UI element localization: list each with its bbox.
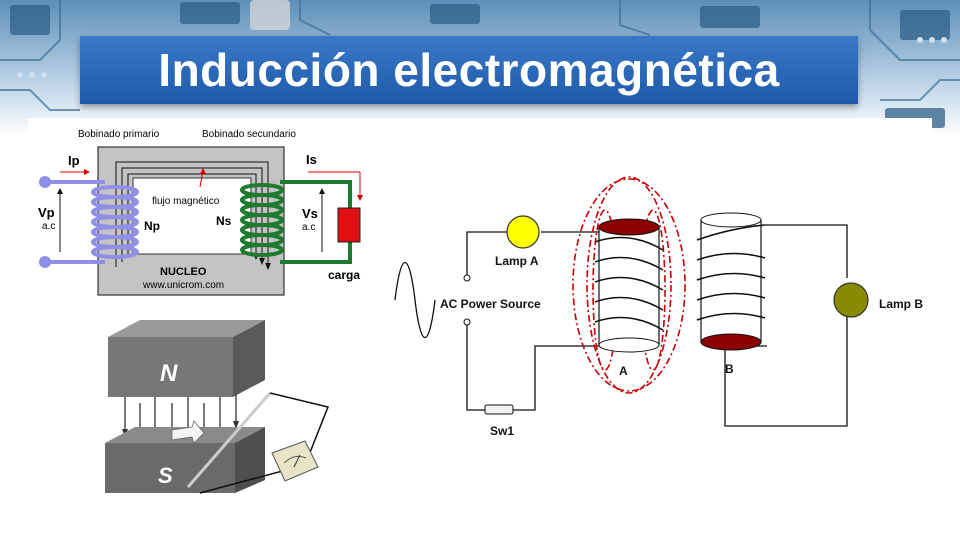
south-front (105, 443, 235, 493)
switch-label: Sw1 (490, 424, 514, 438)
coil-b-label: B (725, 362, 734, 376)
is-label: Is (306, 152, 317, 167)
galvanometer-icon (271, 440, 319, 482)
motion-arrow (171, 420, 205, 444)
south-side (235, 427, 265, 493)
coil-b (696, 212, 766, 351)
transformer-diagram: Bobinado primario Bobinado secundario fl… (38, 129, 363, 296)
primary-terminal-bottom (39, 256, 51, 268)
slide-title: Inducción electromagnética (158, 44, 780, 96)
source-label: AC Power Source (440, 297, 541, 311)
primary-terminal-top (39, 176, 51, 188)
wire-loop (199, 392, 330, 494)
title-bar: Inducción electromagnética (80, 36, 858, 104)
lamp-b (833, 282, 869, 318)
north-side (233, 320, 265, 397)
vs-unit: a.c (302, 222, 315, 233)
website-label: www.unicrom.com (142, 280, 224, 291)
core-window (132, 177, 252, 255)
conductor-rod (186, 392, 272, 488)
coil-a-label: A (619, 364, 628, 378)
primary-coil (45, 180, 139, 264)
load-label: carga (328, 268, 360, 282)
lamp-a-label: Lamp A (495, 254, 539, 268)
north-front (108, 337, 233, 397)
load-resistor (337, 207, 361, 243)
vp-unit: a.c (42, 221, 55, 232)
vp-label: Vp (38, 205, 55, 220)
secondary-winding-label: Bobinado secundario (202, 129, 296, 140)
lamp-b-label: Lamp B (879, 297, 923, 311)
lamp-a (506, 215, 540, 249)
secondary-coil (240, 180, 352, 264)
switch-sw1 (484, 404, 514, 415)
flux-label: flujo magnético (152, 196, 220, 207)
magnet-diagram: N S (105, 320, 330, 494)
induction-circuit: AC Power Source Lamp A Sw1 A (394, 176, 923, 438)
vs-label: Vs (302, 206, 318, 221)
ns-label: Ns (216, 214, 232, 228)
primary-winding-label: Bobinado primario (78, 129, 160, 140)
south-label: S (158, 463, 173, 488)
north-label: N (160, 360, 178, 387)
coil-a (594, 218, 664, 353)
np-label: Np (144, 219, 160, 233)
ac-sine-icon (394, 262, 436, 338)
core-label: NUCLEO (160, 266, 207, 278)
north-top (108, 320, 265, 337)
source-terminal-top (463, 274, 471, 282)
ip-label: Ip (68, 153, 80, 168)
source-terminal-bottom (463, 318, 471, 326)
